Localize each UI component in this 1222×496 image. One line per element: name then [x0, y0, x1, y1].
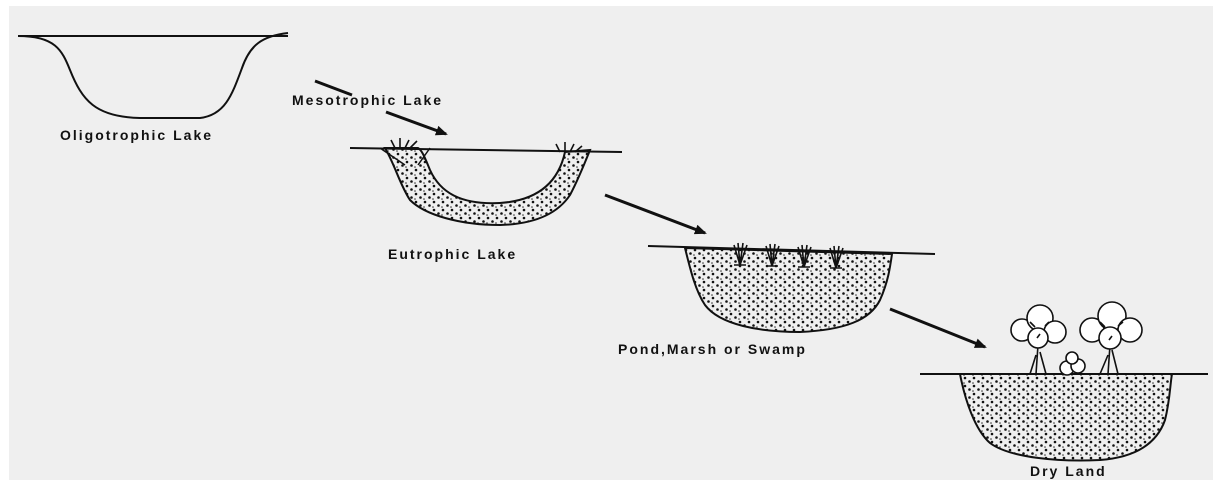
- tree-icon: [1080, 302, 1142, 374]
- tree-icon: [1011, 305, 1066, 374]
- stage-label-eutrophic: Eutrophic Lake: [388, 246, 517, 262]
- bush-icon: [1060, 352, 1085, 375]
- stage-label-pond: Pond,Marsh or Swamp: [618, 341, 807, 357]
- dry-land-basin: [920, 302, 1208, 460]
- pond-marsh-basin: [648, 243, 935, 332]
- eutrophic-lake-basin: [350, 138, 622, 225]
- stage-label-oligotrophic: Oligotrophic Lake: [60, 127, 213, 143]
- reed-icon: [391, 138, 417, 148]
- stage-label-dryland: Dry Land: [1030, 463, 1107, 479]
- arrow-eutrophic-to-pond: [605, 195, 705, 233]
- stage-label-mesotrophic: Mesotrophic Lake: [292, 92, 443, 108]
- oligotrophic-lake-basin: [18, 33, 288, 118]
- arrow-pond-to-dryland: [890, 309, 985, 347]
